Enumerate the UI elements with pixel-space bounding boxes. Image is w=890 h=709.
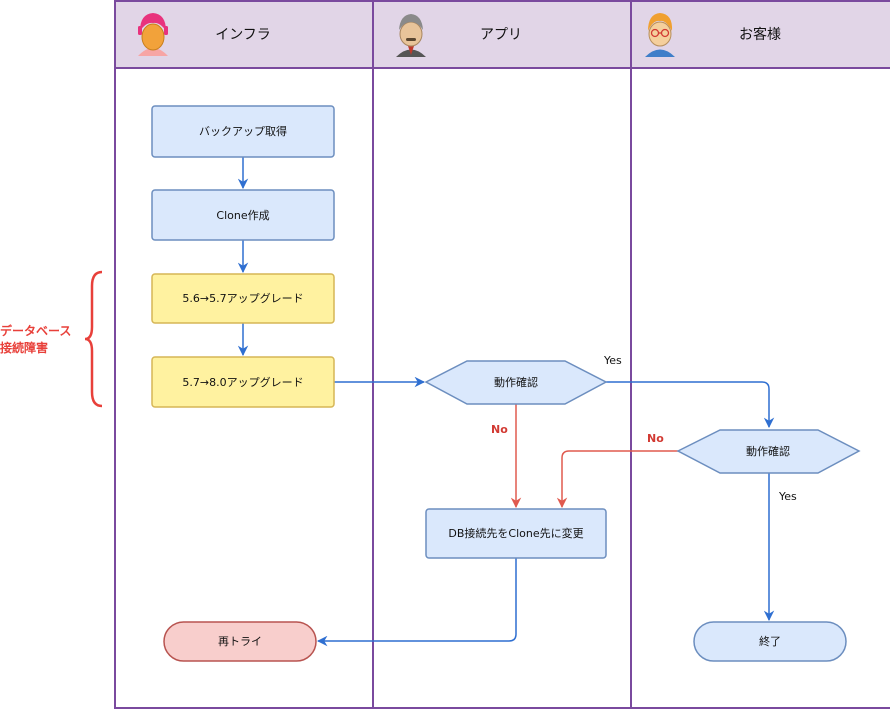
node-check-customer[interactable]: 動作確認: [676, 429, 861, 474]
node-backup-label: バックアップ取得: [199, 125, 287, 138]
node-upgrade2-label: 5.7→8.0アップグレード: [182, 375, 303, 389]
side-note-line2: 接続障害: [0, 340, 48, 355]
lane-title-app: アプリ: [480, 27, 522, 43]
node-backup[interactable]: バックアップ取得: [151, 105, 335, 158]
man-gray-hair-suit-avatar: [396, 14, 426, 57]
curly-brace: [84, 270, 103, 408]
node-retry-label: 再トライ: [218, 635, 262, 648]
node-upgrade2[interactable]: 5.7→8.0アップグレード: [151, 356, 335, 408]
lane-app: アプリ: [372, 0, 632, 709]
edge-label-customer-no: No: [647, 432, 664, 445]
edge-label-app-no: No: [491, 423, 508, 436]
lane-infra: インフラ: [114, 0, 374, 709]
edge-check-app-yes: [606, 381, 775, 429]
node-upgrade1[interactable]: 5.6→5.7アップグレード: [151, 273, 335, 324]
node-check-customer-label: 動作確認: [746, 444, 790, 458]
node-change-db-label: DB接続先をClone先に変更: [448, 526, 583, 540]
edge-label-app-yes: Yes: [603, 354, 622, 367]
edge-check-customer-no: [556, 450, 678, 509]
node-check-app-label: 動作確認: [494, 375, 538, 389]
node-end[interactable]: 終了: [693, 621, 847, 662]
lane-body-customer: [630, 67, 890, 709]
lane-title-infra: インフラ: [215, 27, 271, 43]
node-check-app[interactable]: 動作確認: [424, 360, 608, 405]
node-clone-label: Clone作成: [216, 209, 269, 222]
side-note: データベース 接続障害: [0, 270, 103, 408]
node-clone[interactable]: Clone作成: [151, 189, 335, 241]
node-upgrade1-label: 5.6→5.7アップグレード: [182, 291, 303, 305]
node-retry[interactable]: 再トライ: [163, 621, 317, 662]
lane-title-customer: お客様: [739, 26, 781, 43]
woman-red-hair-avatar: [138, 13, 168, 56]
edge-change-db-to-retry: [316, 558, 517, 647]
node-change-db[interactable]: DB接続先をClone先に変更: [425, 508, 607, 559]
man-orange-hair-glasses-avatar: [645, 13, 675, 57]
edge-label-customer-yes: Yes: [778, 490, 797, 503]
edges: [237, 157, 775, 647]
side-note-line1: データベース: [0, 323, 71, 338]
lane-customer: お客様: [630, 0, 890, 709]
node-end-label: 終了: [759, 634, 781, 648]
